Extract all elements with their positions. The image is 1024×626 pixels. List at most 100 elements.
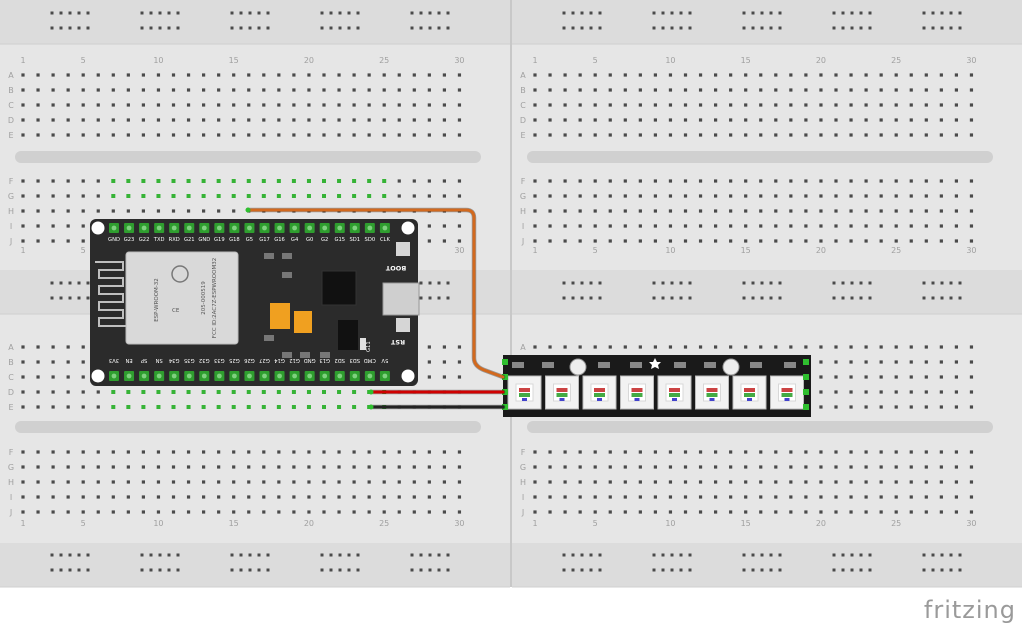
terminal-hole [337, 465, 341, 469]
rail-hole [59, 11, 63, 15]
terminal-hole [683, 194, 688, 198]
terminal-hole [864, 194, 868, 198]
terminal-hole [337, 495, 341, 499]
terminal-hole [322, 118, 326, 122]
rail-hole [419, 296, 423, 300]
wires[interactable] [245, 207, 506, 410]
terminal-hole [141, 450, 145, 454]
rail-hole [347, 568, 351, 572]
terminal-hole [232, 103, 236, 107]
rail-hole [140, 11, 144, 15]
rail-hole [410, 568, 414, 572]
terminal-hole [427, 103, 431, 107]
terminal-hole [412, 73, 416, 77]
header-pin-pad [126, 373, 132, 379]
terminal-hole [126, 510, 130, 514]
neopixel-die [556, 388, 568, 392]
rail-hole [688, 26, 692, 30]
column-number: 5 [81, 246, 86, 255]
terminal-hole [202, 510, 206, 514]
rail-hole [589, 281, 593, 285]
terminal-hole [292, 103, 296, 107]
header-pin-pad [216, 225, 222, 231]
terminal-hole [457, 133, 462, 137]
row-letter: G [8, 463, 14, 472]
terminal-hole [744, 465, 748, 469]
active-hole [201, 405, 206, 409]
terminal-hole [774, 480, 778, 484]
rail-hole [410, 11, 414, 15]
rail-hole [922, 281, 926, 285]
signal-wire[interactable] [246, 208, 505, 379]
active-hole [231, 405, 236, 409]
pin-label: RXD [169, 237, 180, 243]
active-hole [382, 194, 387, 198]
terminal-hole [292, 133, 296, 137]
terminal-hole [744, 510, 748, 514]
terminal-hole [638, 450, 642, 454]
terminal-hole [729, 194, 733, 198]
terminal-hole [834, 179, 838, 183]
terminal-hole [352, 73, 356, 77]
terminal-hole [864, 375, 868, 379]
micro-usb-port [382, 282, 420, 316]
terminal-hole [698, 345, 703, 349]
terminal-hole [698, 239, 703, 243]
terminal-hole [397, 118, 401, 122]
terminal-hole [186, 510, 191, 514]
terminal-hole [141, 480, 145, 484]
rail-hole [338, 11, 342, 15]
terminal-hole [578, 103, 582, 107]
rail-hole [679, 553, 683, 557]
terminal-hole [21, 375, 25, 379]
terminal-hole [367, 495, 371, 499]
neopixel-die [706, 393, 718, 397]
terminal-hole [247, 133, 251, 137]
terminal-hole [729, 88, 733, 92]
terminal-hole [623, 73, 627, 77]
terminal-hole [51, 345, 55, 349]
active-hole [216, 390, 221, 394]
row-letter: A [520, 71, 526, 80]
terminal-hole [126, 88, 130, 92]
rail-hole [661, 553, 665, 557]
rail-hole [167, 11, 171, 15]
terminal-hole [879, 133, 883, 137]
terminal-hole [36, 480, 40, 484]
terminal-hole [939, 345, 943, 349]
terminal-hole [247, 510, 251, 514]
pin-label: G15 [334, 237, 345, 243]
terminal-hole [442, 510, 446, 514]
header-pin-pad [277, 373, 282, 379]
pin-label: G25 [229, 357, 240, 363]
terminal-hole [744, 133, 748, 137]
neopixel-stick[interactable] [502, 355, 811, 417]
rail-hole [140, 26, 144, 30]
terminal-hole [638, 239, 642, 243]
terminal-hole [969, 450, 974, 454]
terminal-hole [954, 209, 958, 213]
active-hole [337, 179, 342, 183]
terminal-hole [714, 118, 718, 122]
terminal-hole [714, 345, 718, 349]
terminal-hole [774, 345, 778, 349]
terminal-hole [714, 465, 718, 469]
terminal-hole [879, 510, 883, 514]
terminal-hole [337, 480, 341, 484]
neopixel-die [631, 393, 643, 397]
terminal-hole [111, 450, 115, 454]
terminal-hole [533, 103, 537, 107]
terminal-hole [638, 88, 642, 92]
rail-hole [598, 568, 602, 572]
terminal-hole [744, 495, 748, 499]
terminal-hole [668, 103, 673, 107]
terminal-hole [171, 465, 176, 469]
terminal-hole [894, 194, 898, 198]
rail-hole [59, 26, 63, 30]
terminal-hole [322, 480, 326, 484]
terminal-hole [548, 209, 552, 213]
rail-hole [580, 568, 584, 572]
terminal-hole [969, 73, 974, 77]
column-number: 25 [891, 246, 901, 255]
